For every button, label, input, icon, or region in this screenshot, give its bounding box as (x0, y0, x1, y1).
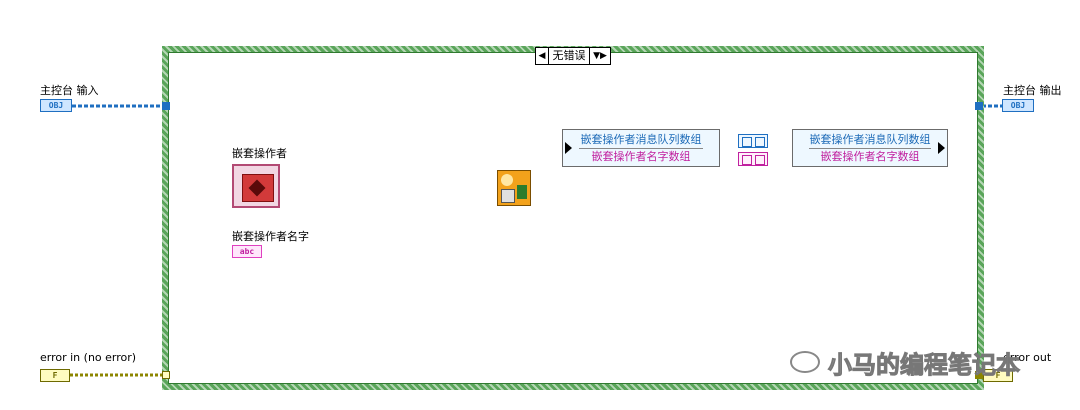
error-tunnel-out (975, 371, 983, 379)
unbundle-by-name[interactable]: 嵌套操作者消息队列数组 嵌套操作者名字数组 (562, 129, 720, 167)
console-in-label: 主控台 输入 (40, 84, 99, 97)
gear-icon (501, 174, 513, 186)
bundle-by-name[interactable]: 嵌套操作者消息队列数组 嵌套操作者名字数组 (792, 129, 948, 167)
nested-actor-name-terminal[interactable]: abc (232, 245, 262, 258)
build-array-queue[interactable] (738, 134, 768, 148)
array-icon (742, 137, 752, 147)
bundle-field-queue-array: 嵌套操作者消息队列数组 (809, 132, 931, 149)
actor-icon (501, 189, 515, 203)
play-icon (517, 185, 527, 199)
unbundle-field-queue-array: 嵌套操作者消息队列数组 (579, 132, 703, 149)
nested-actor-label: 嵌套操作者 (232, 147, 287, 160)
error-out-label: error out (1003, 351, 1052, 364)
error-in-terminal[interactable]: F (40, 369, 70, 382)
arrow-right-icon (938, 142, 945, 154)
nested-actor-control[interactable] (232, 164, 280, 208)
case-selector-value: 无错误 (548, 48, 590, 64)
wechat-icon (790, 351, 820, 373)
watermark-text: 小马的编程笔记本 (828, 350, 1021, 379)
console-in-terminal[interactable]: OBJ (40, 99, 72, 112)
object-tunnel-in (162, 102, 170, 110)
case-prev-arrow[interactable]: ◀ (538, 51, 546, 61)
object-tunnel-out (975, 102, 983, 110)
case-selector[interactable]: ◀ 无错误 ▼▶ (535, 47, 611, 65)
case-next-arrow[interactable]: ▼▶ (593, 51, 607, 61)
bundle-field-name-array: 嵌套操作者名字数组 (820, 150, 920, 163)
build-array-name[interactable] (738, 152, 768, 166)
nested-actor-name-label: 嵌套操作者名字 (232, 230, 309, 243)
console-out-terminal[interactable]: OBJ (1002, 99, 1034, 112)
arrow-right-icon (565, 142, 572, 154)
case-structure[interactable] (162, 46, 984, 390)
nested-actor-icon (242, 174, 274, 202)
launch-nested-actor-node[interactable] (497, 170, 531, 206)
cube-icon (248, 179, 266, 197)
error-tunnel-in (162, 371, 170, 379)
error-in-label: error in (no error) (40, 351, 137, 364)
array-icon (742, 155, 752, 165)
error-out-terminal[interactable]: F (983, 369, 1013, 382)
watermark: 小马的编程笔记本 (790, 345, 1021, 379)
array-icon (755, 137, 765, 147)
unbundle-field-name-array: 嵌套操作者名字数组 (591, 150, 691, 163)
console-out-label: 主控台 输出 (1003, 84, 1062, 97)
array-icon (755, 155, 765, 165)
